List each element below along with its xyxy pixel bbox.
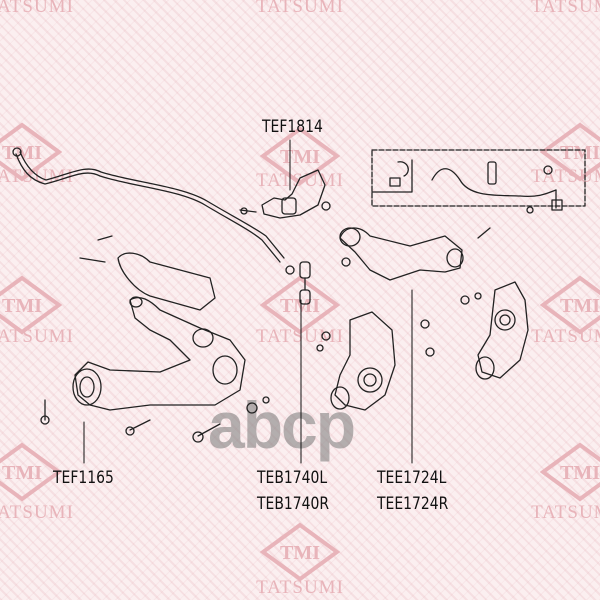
svg-text:TMI: TMI [560,462,600,484]
watermark-tatsumi: TATSUMI [0,0,74,17]
svg-text:TMI: TMI [2,142,42,164]
watermark-tatsumi: TATSUMI [531,166,600,187]
watermark-tatsumi: TATSUMI [256,0,344,17]
lower-arm [40,235,270,443]
stabilizer-link [285,261,311,305]
watermark-tatsumi: TATSUMI [531,326,600,347]
right-knuckle [460,281,529,380]
svg-text:TMI: TMI [2,462,42,484]
part-label-teb1740r: TEB1740R [257,494,330,514]
svg-text:TMI: TMI [560,142,600,164]
svg-text:TMI: TMI [560,295,600,317]
watermark-tmi-logo: TMI [259,522,341,582]
left-knuckle [316,311,435,411]
watermark-tmi-logo: TMI [539,442,600,502]
watermark-tatsumi: TATSUMI [256,170,344,191]
part-label-teb1740l: TEB1740L [257,468,328,488]
watermark-tmi-logo: TMI [0,442,63,502]
watermark-tmi-logo: TMI [0,275,63,335]
stabilizer-bushing-bracket [239,169,331,219]
part-label-tee1724l: TEE1724L [377,468,447,488]
watermark-tatsumi: TATSUMI [0,326,74,347]
watermark-tmi-logo: TMI [0,122,63,182]
watermark-tatsumi: TATSUMI [531,0,600,17]
leader-lines [83,139,413,464]
watermark-tatsumi: TATSUMI [531,502,600,523]
part-label-tef1165: TEF1165 [53,468,114,488]
watermark-tatsumi: TATSUMI [0,502,74,523]
svg-text:TMI: TMI [280,542,320,564]
abs-sensor-inset [371,149,586,214]
watermark-tmi-logo: TMI [539,122,600,182]
upper-arm [339,227,491,281]
watermark-tmi-logo: TMI [539,275,600,335]
part-label-tef1814: TEF1814 [262,117,323,137]
part-label-tee1724r: TEE1724R [377,494,449,514]
svg-text:TMI: TMI [2,295,42,317]
watermark-tatsumi: TATSUMI [256,326,344,347]
watermark-tatsumi: TATSUMI [256,577,344,598]
stabilizer-bar [12,147,285,263]
